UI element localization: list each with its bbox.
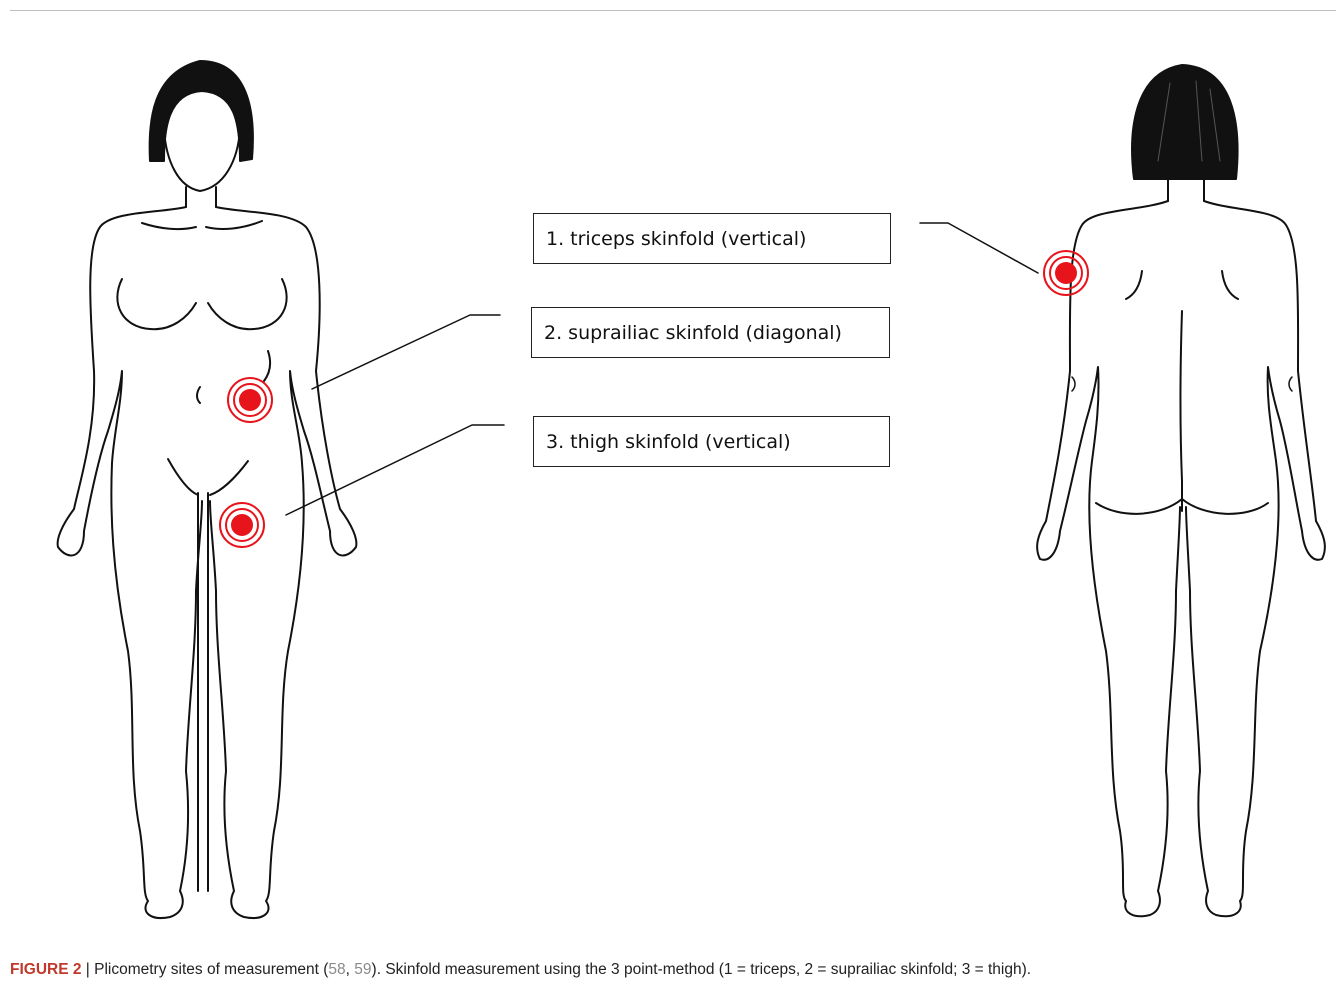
marker-triceps xyxy=(1044,251,1088,295)
front-body-outline xyxy=(58,61,357,918)
label-triceps-skinfold: 1. triceps skinfold (vertical) xyxy=(533,213,891,264)
caption-ref-separator: , xyxy=(346,961,355,978)
figure-label: FIGURE 2 xyxy=(10,961,81,978)
caption-text-start: Plicometry sites of measurement ( xyxy=(94,961,328,978)
leader-line-thigh xyxy=(286,425,504,515)
caption-separator: | xyxy=(81,961,94,978)
caption-text-end: ). Skinfold measurement using the 3 poin… xyxy=(372,961,1032,978)
label-thigh-skinfold: 3. thigh skinfold (vertical) xyxy=(533,416,890,467)
back-hair xyxy=(1132,65,1237,179)
marker-thigh xyxy=(220,503,264,547)
body-illustration xyxy=(10,11,1336,951)
figure-panel: 1. triceps skinfold (vertical) 2. suprai… xyxy=(10,10,1336,950)
leader-line-suprailiac xyxy=(312,315,500,389)
label-suprailiac-skinfold: 2. suprailiac skinfold (diagonal) xyxy=(531,307,890,358)
figure-caption: FIGURE 2 | Plicometry sites of measureme… xyxy=(10,961,1330,979)
front-face xyxy=(164,129,240,191)
back-body-outline xyxy=(1037,65,1325,916)
reference-link-59[interactable]: 59 xyxy=(354,961,371,978)
leader-lines xyxy=(286,223,1038,515)
reference-link-58[interactable]: 58 xyxy=(328,961,345,978)
leader-line-triceps xyxy=(920,223,1038,273)
marker-suprailiac xyxy=(228,378,272,422)
